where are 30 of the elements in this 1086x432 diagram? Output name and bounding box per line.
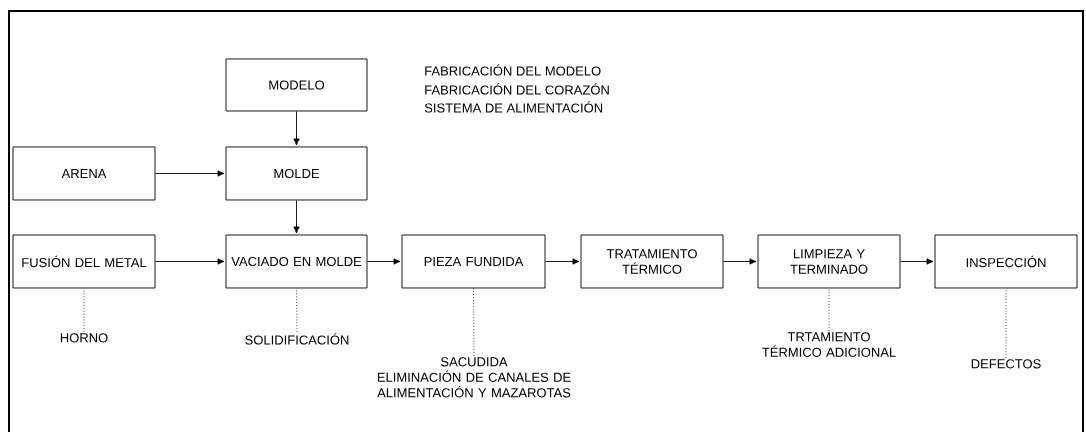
process-box: FUSIÓN DEL METAL bbox=[12, 234, 156, 289]
note-text: SACUDIDA ELIMINACIÓN DE CANALES DE ALIMENTACIÓN Y MAZAROTAS bbox=[377, 357, 571, 398]
arrow bbox=[293, 111, 300, 146]
note-text: TRTAMIENTO TÉRMICO ADICIONAL bbox=[762, 332, 896, 357]
leader-line bbox=[1005, 288, 1007, 359]
leader-line bbox=[473, 288, 475, 357]
process-box: ARENA bbox=[12, 146, 156, 201]
note-text: HORNO bbox=[60, 333, 108, 343]
arrow bbox=[723, 258, 757, 265]
process-box: LIMPIEZA Y TERMINADO bbox=[757, 234, 901, 289]
process-box: TRATAMIENTO TÉRMICO bbox=[580, 234, 724, 289]
note-text: DEFECTOS bbox=[971, 359, 1041, 369]
process-box: PIEZA FUNDIDA bbox=[401, 234, 546, 289]
arrow bbox=[155, 258, 225, 265]
note-text: FABRICACIÓN DEL CORAZÓN bbox=[425, 83, 609, 95]
arrow bbox=[900, 258, 934, 265]
arrow bbox=[545, 258, 580, 265]
arrow bbox=[155, 170, 225, 177]
process-box: MODELO bbox=[225, 58, 368, 112]
note-text: SOLIDIFICACIÓN bbox=[245, 333, 349, 345]
process-box: MOLDE bbox=[225, 146, 368, 201]
note-text: SISTEMA DE ALIMENTACIÓN bbox=[424, 101, 603, 113]
leader-line bbox=[83, 288, 85, 333]
arrow bbox=[367, 258, 401, 265]
process-box: VACIADO EN MOLDE bbox=[225, 234, 368, 289]
leader-line bbox=[296, 288, 298, 333]
arrow bbox=[293, 200, 300, 234]
process-box: INSPECCIÓN bbox=[934, 234, 1078, 289]
note-text: FABRICACIÓN DEL MODELO bbox=[425, 64, 601, 76]
leader-line bbox=[828, 288, 830, 332]
